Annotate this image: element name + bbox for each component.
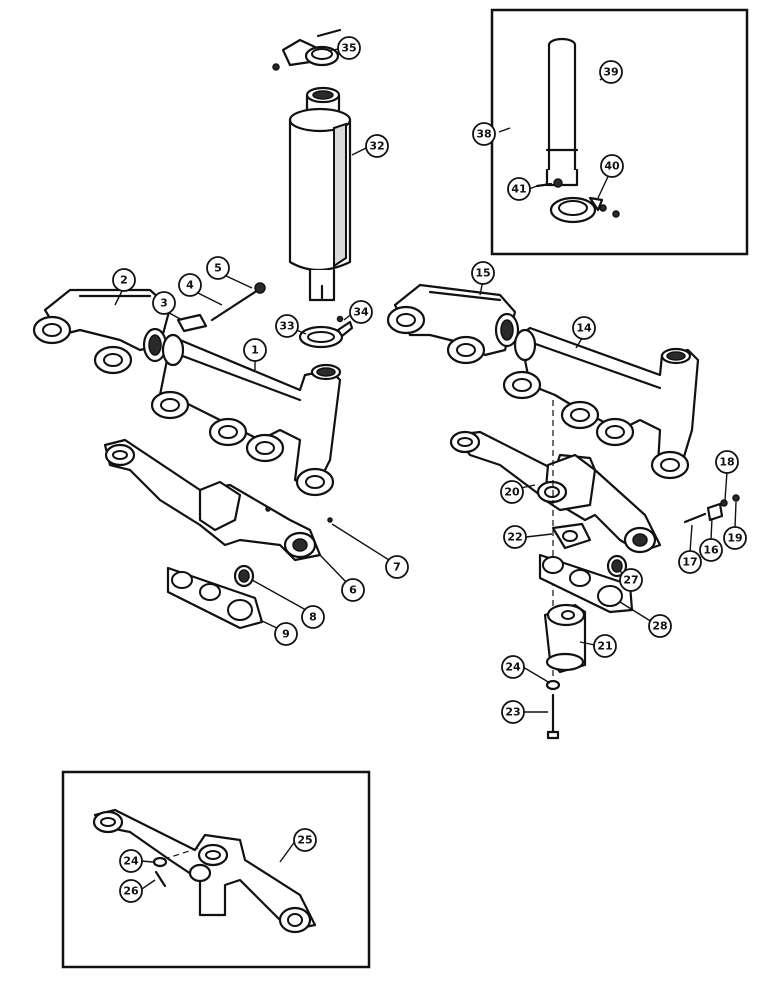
svg-text:35: 35 bbox=[341, 42, 356, 55]
callout-27: 27 bbox=[619, 568, 643, 592]
svg-text:4: 4 bbox=[186, 279, 194, 292]
callout-7: 7 bbox=[385, 555, 409, 579]
callout-6: 6 bbox=[341, 578, 365, 602]
callout-18: 18 bbox=[715, 450, 739, 474]
svg-text:2: 2 bbox=[120, 274, 128, 287]
svg-text:41: 41 bbox=[511, 183, 526, 196]
svg-text:17: 17 bbox=[682, 556, 697, 569]
callout-1: 1 bbox=[243, 338, 267, 362]
callout-3: 3 bbox=[152, 291, 176, 315]
svg-text:20: 20 bbox=[504, 486, 520, 499]
svg-text:38: 38 bbox=[476, 128, 491, 141]
stud-3-4-5 bbox=[176, 282, 266, 333]
svg-text:21: 21 bbox=[597, 640, 612, 653]
muffler-32 bbox=[288, 86, 352, 302]
inset-box-tailpipe bbox=[490, 8, 749, 256]
tailpipe-39 bbox=[545, 37, 579, 187]
gasket-8 bbox=[233, 564, 255, 588]
svg-text:22: 22 bbox=[507, 531, 522, 544]
callout-22: 22 bbox=[503, 525, 527, 549]
callout-24-alt: 24 bbox=[119, 849, 143, 873]
callout-34: 34 bbox=[349, 300, 373, 324]
callout-19: 19 bbox=[723, 526, 747, 550]
callout-20: 20 bbox=[500, 480, 524, 504]
callout-35: 35 bbox=[337, 36, 361, 60]
svg-text:25: 25 bbox=[297, 834, 312, 847]
elbow-21 bbox=[543, 603, 587, 674]
callout-5: 5 bbox=[206, 256, 230, 280]
gasket-9 bbox=[166, 566, 264, 630]
manifold-6 bbox=[103, 438, 333, 562]
svg-text:14: 14 bbox=[576, 322, 592, 335]
callout-14: 14 bbox=[572, 316, 596, 340]
svg-text:27: 27 bbox=[623, 574, 638, 587]
leader-lines bbox=[114, 48, 737, 892]
svg-text:24: 24 bbox=[123, 855, 139, 868]
svg-text:3: 3 bbox=[160, 297, 168, 310]
svg-text:33: 33 bbox=[279, 320, 294, 333]
manifold-25 bbox=[92, 808, 317, 934]
svg-text:23: 23 bbox=[505, 706, 520, 719]
manifold-14 bbox=[502, 326, 700, 480]
callout-41: 41 bbox=[507, 177, 531, 201]
callout-4: 4 bbox=[178, 273, 202, 297]
muffler-clamp-33-34 bbox=[298, 315, 354, 349]
callout-26: 26 bbox=[119, 879, 143, 903]
callout-33: 33 bbox=[275, 314, 299, 338]
manifold-1 bbox=[150, 333, 342, 497]
svg-text:8: 8 bbox=[309, 611, 317, 624]
manifold-pipe-15 bbox=[386, 283, 520, 365]
svg-text:18: 18 bbox=[719, 456, 734, 469]
alt-alignment-line bbox=[167, 847, 199, 859]
callout-21: 21 bbox=[593, 634, 617, 658]
bolt-26 bbox=[154, 870, 167, 888]
svg-text:7: 7 bbox=[393, 561, 401, 574]
stud-16-17-18-19 bbox=[683, 494, 740, 524]
svg-text:28: 28 bbox=[652, 620, 667, 633]
svg-text:32: 32 bbox=[369, 140, 384, 153]
callout-28: 28 bbox=[648, 614, 672, 638]
muffler-clamp-35 bbox=[272, 28, 342, 71]
callout-17: 17 bbox=[678, 550, 702, 574]
callout-16: 16 bbox=[699, 538, 723, 562]
manifold-pipe-2 bbox=[32, 288, 172, 375]
svg-text:9: 9 bbox=[282, 628, 290, 641]
callout-15: 15 bbox=[471, 261, 495, 285]
svg-text:39: 39 bbox=[603, 66, 618, 79]
bolt-23 bbox=[546, 693, 560, 740]
inset-box-alt-manifold bbox=[61, 770, 371, 969]
svg-text:5: 5 bbox=[214, 262, 222, 275]
gasket-22 bbox=[551, 522, 592, 550]
callout-38: 38 bbox=[472, 122, 496, 146]
svg-text:15: 15 bbox=[475, 267, 490, 280]
callout-39: 39 bbox=[599, 60, 623, 84]
callout-23: 23 bbox=[501, 700, 525, 724]
svg-text:26: 26 bbox=[123, 885, 139, 898]
callout-25: 25 bbox=[293, 828, 317, 852]
manifold-20 bbox=[449, 430, 662, 554]
svg-text:1: 1 bbox=[251, 344, 259, 357]
callout-8: 8 bbox=[301, 605, 325, 629]
callout-24: 24 bbox=[501, 655, 525, 679]
svg-text:19: 19 bbox=[727, 532, 742, 545]
gasket-28 bbox=[538, 553, 634, 614]
svg-text:34: 34 bbox=[353, 306, 369, 319]
washer-24-alt bbox=[152, 856, 168, 868]
gasket-27 bbox=[606, 554, 628, 578]
svg-text:40: 40 bbox=[604, 160, 620, 173]
callout-9: 9 bbox=[274, 622, 298, 646]
clamp-bolt-41 bbox=[535, 178, 563, 188]
svg-text:16: 16 bbox=[703, 544, 719, 557]
callout-2: 2 bbox=[112, 268, 136, 292]
svg-text:6: 6 bbox=[349, 584, 357, 597]
tailpipe-clamp-40 bbox=[549, 196, 620, 224]
callout-32: 32 bbox=[365, 134, 389, 158]
svg-text:24: 24 bbox=[505, 661, 521, 674]
callout-40: 40 bbox=[600, 154, 624, 178]
